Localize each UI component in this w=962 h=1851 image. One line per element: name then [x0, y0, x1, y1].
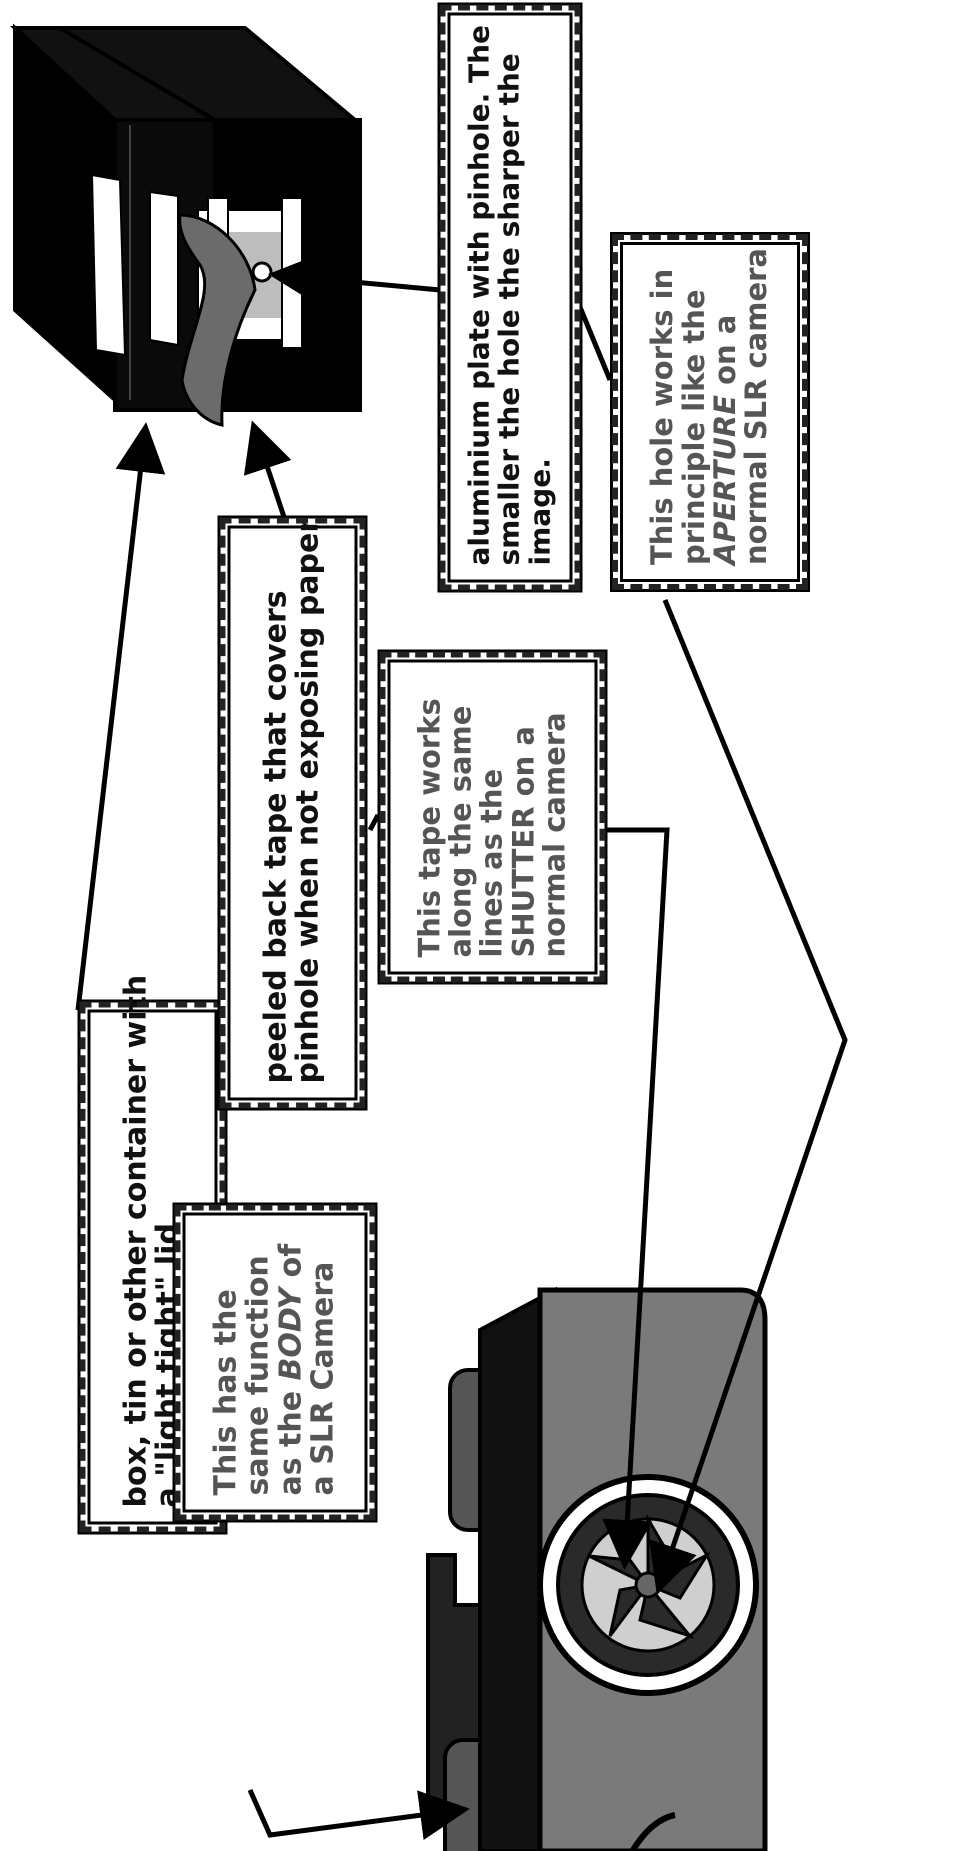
shutter-label-line2: along the same	[443, 705, 478, 958]
aperture-label-line3-post: on a	[708, 314, 742, 395]
shutter-label-line3: lines as the	[474, 768, 509, 958]
body-label-line1: This has the	[208, 1289, 244, 1496]
tape-label-line1: peeled back tape that covers	[258, 590, 294, 1084]
plate-label-line3: image.	[523, 458, 557, 566]
shutter-label-line5: normal camera	[537, 712, 572, 958]
box-label-line1: box, tin or other container with	[118, 974, 154, 1508]
body-label-line3-post: of	[273, 1243, 308, 1288]
shutter-label-line1: This tape works	[412, 698, 447, 958]
aperture-label: This hole works in principle like the AP…	[615, 226, 805, 598]
plate-label-line1: aluminium plate with pinhole. The	[462, 24, 496, 566]
body-label-line2: same function	[240, 1255, 276, 1496]
connector-lines	[75, 253, 848, 1841]
plate-label: aluminium plate with pinhole. The smalle…	[445, 0, 575, 619]
aperture-label-line2: principle like the	[676, 289, 711, 565]
slr-camera-illustration	[426, 1286, 768, 1851]
body-label-line4: a SLR Camera	[305, 1261, 341, 1496]
tape-label-line2: pinhole when not exposing paper	[290, 517, 326, 1084]
aperture-label-line4: normal SLR camera	[739, 247, 774, 565]
aperture-label-line1: This hole works in	[645, 268, 680, 565]
pinhole-box-illustration	[9, 23, 362, 427]
body-label-line3-pre: as the	[273, 1380, 308, 1496]
plate-label-line2: smaller the hole the sharper the	[492, 53, 526, 566]
aperture-label-keyword: APERTURE	[708, 394, 742, 565]
body-label-keyword: BODY	[273, 1287, 308, 1381]
shutter-label-line4: SHUTTER on a	[506, 726, 541, 958]
body-function-label: This has the same function as the BODY o…	[177, 1199, 373, 1526]
box-label-line2: a "light tight" lid	[150, 1223, 186, 1508]
shutter-label: This tape works along the same lines as …	[382, 647, 603, 987]
tape-label: peeled back tape that covers pinhole whe…	[225, 490, 360, 1136]
